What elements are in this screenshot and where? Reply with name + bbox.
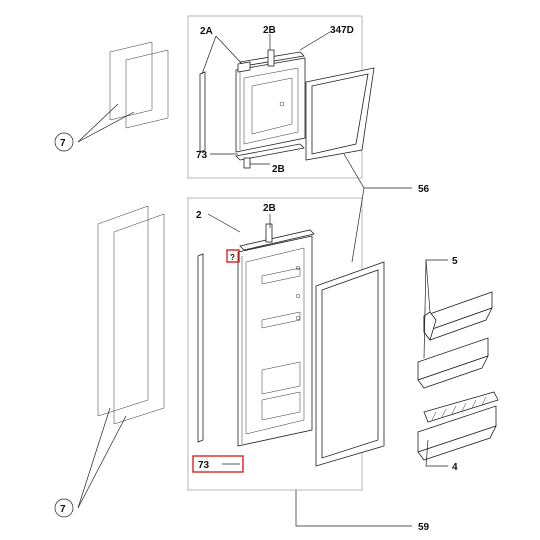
callout-circle-7-lower [54, 498, 74, 518]
highlight-box-73-lower [192, 455, 244, 473]
callout-4: 4 [452, 462, 458, 473]
lower-door-gasket-strip [197, 253, 204, 443]
upper-door-inner-liner [235, 57, 306, 153]
callout-2A: 2A [200, 26, 213, 37]
callout-59: 59 [418, 522, 430, 533]
glass-panel-lower-pair [97, 205, 165, 425]
callout-2: 2 [196, 210, 202, 221]
lower-door-seal-gasket [315, 261, 385, 467]
callout-347D: 347D [330, 25, 354, 36]
door-bin-middle [417, 337, 489, 389]
callout-marker: ? [230, 253, 235, 262]
callout-5: 5 [452, 256, 458, 267]
upper-door-bottom-cap [235, 143, 305, 169]
upper-door-seal-gasket [305, 67, 375, 161]
callout-73-upper: 73 [196, 150, 208, 161]
lower-door-top-cap [239, 223, 315, 251]
egg-tray-bin [417, 391, 499, 461]
callout-7-upper: 7 [60, 138, 66, 149]
upper-door-top-cap [237, 49, 305, 73]
glass-panel-upper-pair [109, 41, 169, 129]
callout-2B-top: 2B [263, 25, 276, 36]
lower-door-inner-liner [237, 235, 313, 447]
callout-7-lower: 7 [60, 504, 66, 515]
door-bin-upper [423, 291, 493, 341]
upper-door-gasket-strip [199, 71, 206, 153]
leader-lines [77, 31, 448, 527]
callout-circle-7-upper [54, 132, 74, 152]
callout-73-lower: 73 [198, 460, 210, 471]
callout-2B-upper-bottom: 2B [272, 164, 285, 175]
highlight-box-marker [226, 249, 240, 263]
callout-2B-lower: 2B [263, 203, 276, 214]
callout-56: 56 [418, 184, 430, 195]
